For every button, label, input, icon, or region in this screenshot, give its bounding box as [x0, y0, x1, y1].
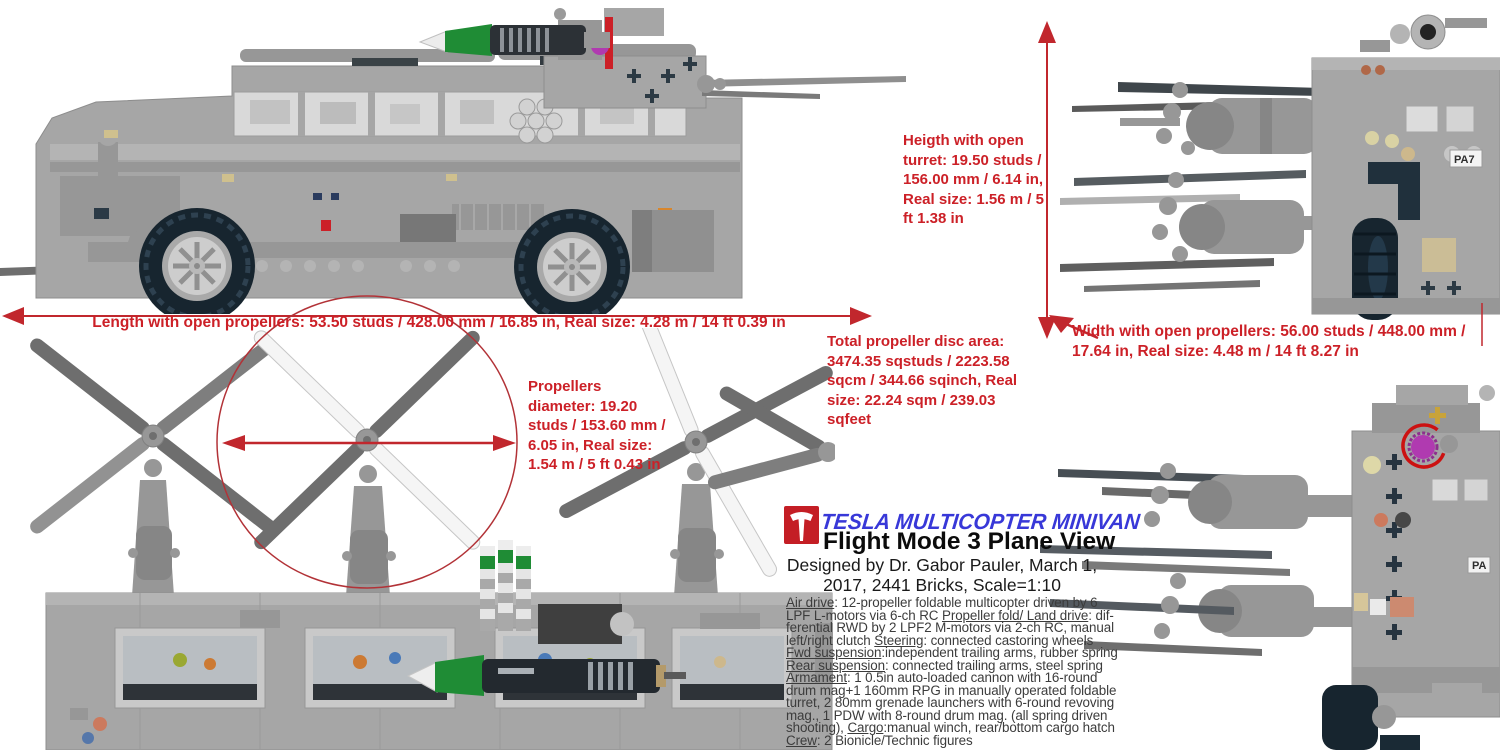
front-dark-bracket [1368, 162, 1420, 220]
front-turret-top [1360, 14, 1487, 52]
spec-line: ferential RWD by 2 LPF2 M-motors via 2-c… [786, 620, 1114, 636]
side-view-vehicle [0, 8, 906, 314]
top-view-render [30, 328, 835, 750]
front-folded-blade [1118, 82, 1322, 96]
spec-line: Armament: 1 0.5in auto-loaded cannon wit… [786, 670, 1098, 686]
spec-line: turret, 2 80mm grenade launchers with 6-… [786, 695, 1115, 711]
side-rear-wheel [514, 209, 630, 314]
spec-line: Rear suspension: connected trailing arms… [786, 657, 1103, 673]
rear-license-sticker: PA [1467, 556, 1491, 574]
designed-line-2: 2017, 2441 Bricks, Scale=1:10 [823, 574, 1061, 595]
missile-tube [482, 659, 660, 693]
front-view-render: PA7 [1060, 14, 1500, 320]
designed-by: Designed by Dr. Gabor Pauler, March 1, 2… [762, 555, 1122, 595]
rear-wheel [1322, 685, 1420, 750]
front-license-sticker: PA7 [1449, 149, 1483, 168]
propeller-4-partial [707, 386, 835, 490]
spec-line: drum mag+1 160mm RPG in manually operate… [786, 682, 1117, 698]
spec-line: left/right clutch Steering: connected ca… [786, 632, 1094, 648]
rear-plate-text: PA [1472, 560, 1487, 572]
front-window [1405, 105, 1439, 133]
side-front-wheel [139, 208, 255, 314]
spec-line: mag., 1 PDW with 8-round drum mag. (all … [786, 707, 1108, 723]
side-view-render [0, 8, 906, 314]
side-missile [418, 24, 610, 56]
top-view-vehicle [30, 328, 835, 750]
rear-view-vehicle: PA [1040, 385, 1500, 750]
spec-line: LPF L-motors via 6-ch RC Propeller fold/… [786, 607, 1114, 623]
designed-line-1: Designed by Dr. Gabor Pauler, March 1, [786, 555, 1098, 575]
height-dimension-text: Heigth with open turret: 19.50 studs / 1… [903, 132, 1044, 228]
width-dimension-text: Width with open propellers: 56.00 studs … [1072, 323, 1466, 360]
disc-area-text: Total propeller disc area: 3474.35 sqstu… [827, 333, 1018, 429]
spec-line: Air drive: 12-propeller foldable multico… [786, 595, 1098, 610]
front-pin-holes [1421, 281, 1461, 295]
side-underbody-cylinders [256, 260, 460, 272]
spec-line: Fwd suspension:independent trailing arms… [786, 645, 1118, 661]
side-pin-holes [627, 57, 697, 103]
rear-motor-pod-upper [1208, 475, 1308, 529]
spec-text: Air drive: 12-propeller foldable multico… [786, 595, 1148, 749]
missile-green-cone [445, 24, 492, 56]
missile-tip [418, 30, 448, 53]
rear-folded-blade [1058, 469, 1244, 483]
side-red-brick [321, 220, 331, 231]
spec-line: shooting), Cargo:manual winch, rear/bott… [786, 720, 1115, 736]
front-plate-text: PA7 [1454, 154, 1475, 166]
side-turret [543, 8, 707, 109]
propeller-diameter-text: Propellers diameter: 19.20 studs / 153.6… [528, 378, 666, 474]
tesla-logo-icon [784, 506, 819, 544]
front-motor-pod-lower [1200, 200, 1304, 254]
grenade-launcher-stack [480, 540, 634, 644]
rear-motor-pod-lower [1218, 585, 1314, 637]
side-folded-blade [702, 76, 906, 87]
length-dimension-text: Length with open propellers: 53.50 studs… [92, 314, 786, 331]
view-title: Flight Mode 3 Plane View [823, 528, 1116, 555]
rear-magenta-gear [1411, 435, 1435, 459]
top-missile [406, 655, 686, 696]
missile-green-cone [435, 655, 484, 696]
spec-line: Crew: 2 Bionicle/Technic figures [786, 733, 973, 749]
side-tank-cluster [509, 98, 563, 144]
front-wheel [1352, 218, 1398, 320]
rear-view-render: PA [1040, 385, 1500, 750]
front-view-vehicle: PA7 [1060, 14, 1500, 320]
